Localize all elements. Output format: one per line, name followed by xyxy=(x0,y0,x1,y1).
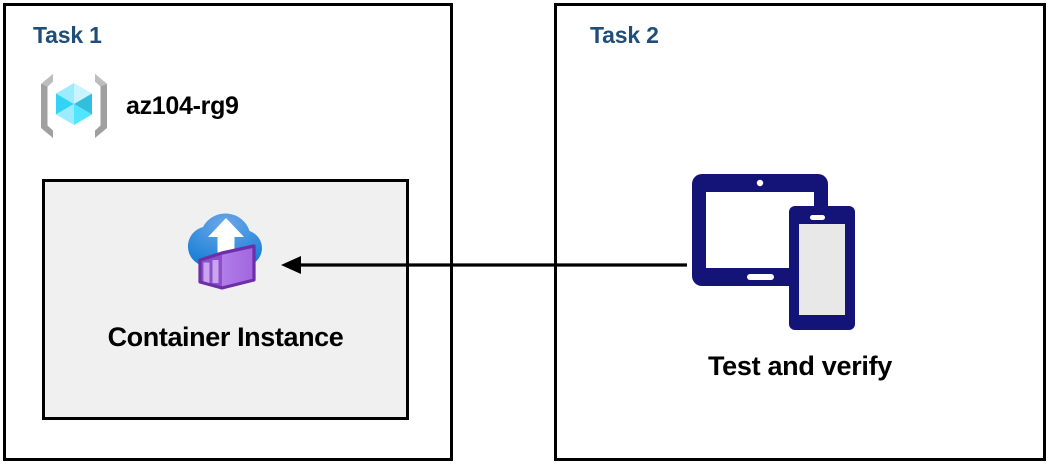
tablet-and-phone-devices-icon xyxy=(692,174,855,330)
resource-group-label: az104-rg9 xyxy=(126,91,239,120)
container-instance-box: Container Instance xyxy=(42,179,409,420)
resource-group-row: az104-rg9 xyxy=(36,68,239,144)
task-2-panel: Task 2 Test and verify xyxy=(554,3,1046,461)
test-and-verify-label: Test and verify xyxy=(707,351,893,381)
task-1-panel: Task 1 az104-rg9 xyxy=(3,3,453,461)
task-2-title: Task 2 xyxy=(590,22,659,48)
azure-container-instance-icon xyxy=(187,213,262,290)
task-1-title: Task 1 xyxy=(33,22,102,48)
container-instance-label: Container Instance xyxy=(107,322,344,352)
azure-resource-group-icon xyxy=(41,74,107,138)
